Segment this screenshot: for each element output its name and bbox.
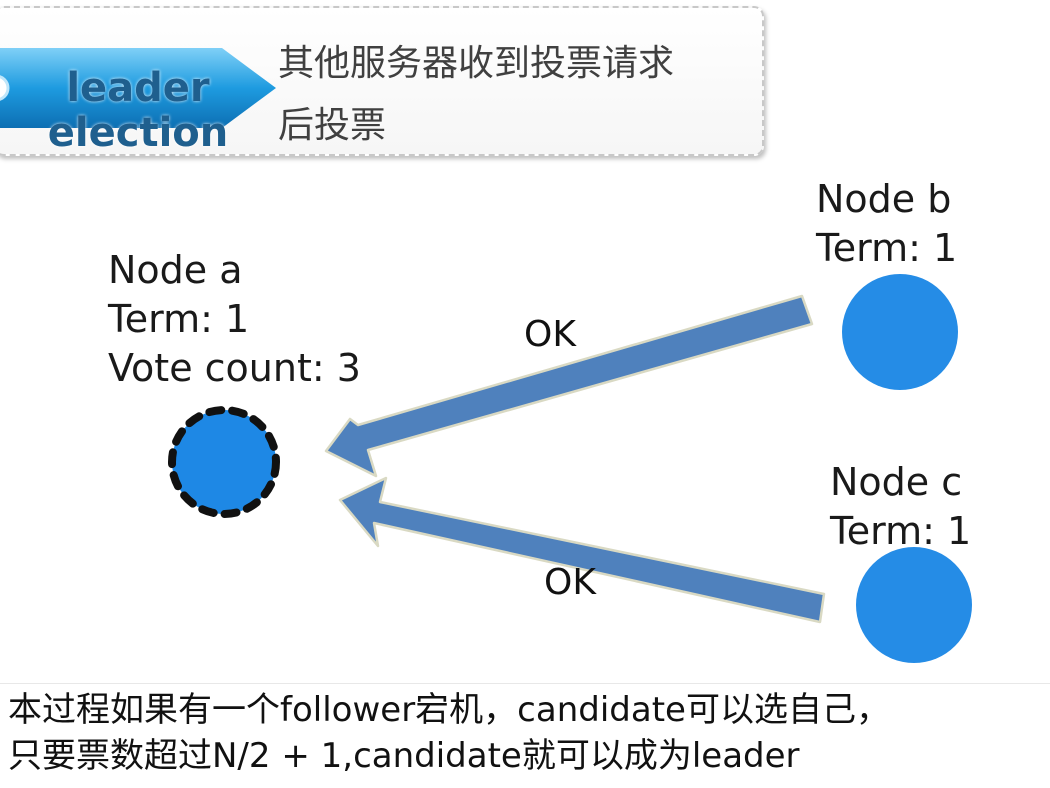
tag-ribbon-shape (0, 48, 276, 128)
slide-title-line-2: 后投票 (278, 105, 387, 146)
node-c-circle (856, 547, 972, 663)
node-c-term: Term: 1 (830, 509, 972, 553)
edge-label-b-to-a: OK (524, 314, 576, 355)
node-b-circle (842, 274, 958, 390)
vote-arrow-c-to-a (338, 476, 826, 624)
footer-line-2: 只要票数超过N/2 + 1,candidate就可以成为leader (8, 736, 800, 776)
node-b-term: Term: 1 (816, 226, 958, 270)
node-b-name: Node b (816, 177, 952, 221)
edge-label-c-to-a: OK (544, 562, 596, 603)
tag-label-line-1: leader (66, 65, 210, 111)
footer-note: 本过程如果有一个follower宕机，candidate可以选自己， 只要票数超… (0, 683, 1050, 788)
node-a-name: Node a (108, 248, 243, 292)
vote-arrow-b-to-a (324, 294, 814, 478)
footer-line-1: 本过程如果有一个follower宕机，candidate可以选自己， (8, 690, 890, 730)
node-a-circle (168, 406, 280, 518)
node-c-name: Node c (830, 460, 963, 504)
tag-label-line-2: election (47, 110, 229, 156)
node-a-term: Term: 1 (108, 297, 250, 341)
node-a-vote-count: Vote count: 3 (108, 346, 361, 390)
slide-title-line-1: 其他服务器收到投票请求 (278, 43, 675, 84)
